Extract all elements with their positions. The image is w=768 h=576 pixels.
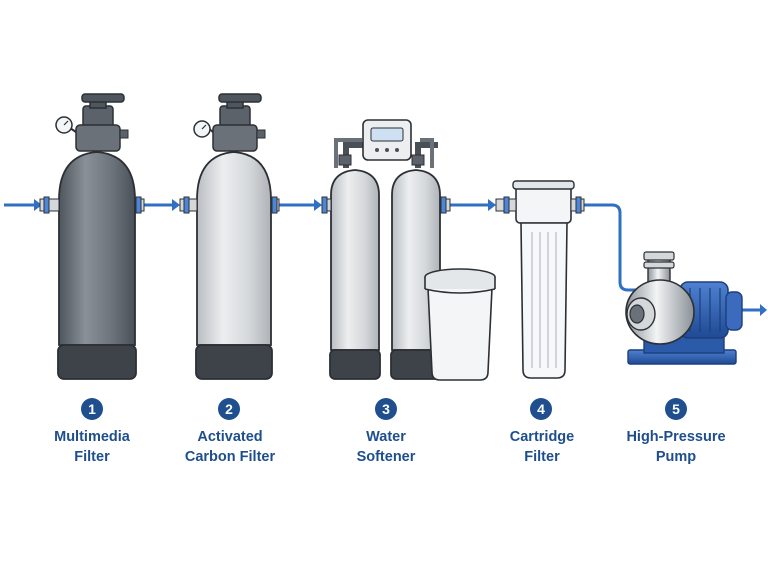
high-pressure-pump bbox=[625, 251, 743, 365]
stage-label-line: Softener bbox=[356, 449, 416, 465]
inlet-arrow-icon bbox=[34, 199, 42, 211]
stage-label-line: Water bbox=[366, 429, 406, 445]
stage-label-multimedia-filter: Multimedia Filter bbox=[17, 427, 167, 467]
stage-label-line: Cartridge bbox=[509, 429, 575, 445]
stage-label-line: Multimedia bbox=[54, 429, 130, 445]
arrow-icon bbox=[172, 199, 180, 211]
stage-label-line: High-Pressure bbox=[626, 429, 726, 445]
stage-label-line: Carbon Filter bbox=[184, 449, 276, 465]
stage-label-high-pressure-pump: High-Pressure Pump bbox=[601, 427, 751, 467]
arrow-icon bbox=[314, 199, 322, 211]
stage-label-water-softener: Water Softener bbox=[311, 427, 461, 467]
stage-label-line: Activated bbox=[197, 429, 263, 445]
flow-pipes bbox=[4, 203, 760, 312]
brine-tank bbox=[424, 268, 496, 381]
step-badge-5: 5 bbox=[665, 398, 687, 420]
step-badge-2: 2 bbox=[218, 398, 240, 420]
arrow-icon bbox=[488, 199, 496, 211]
stage-label-line: Filter bbox=[524, 449, 560, 465]
carbon-filter-tank bbox=[179, 93, 280, 380]
stage-label-cartridge-filter: Cartridge Filter bbox=[467, 427, 617, 467]
water-softener bbox=[321, 119, 496, 381]
step-badge-4: 4 bbox=[530, 398, 552, 420]
outlet-arrow-icon bbox=[760, 304, 767, 316]
display-screen-icon bbox=[370, 127, 404, 142]
step-badge-1: 1 bbox=[81, 398, 103, 420]
cartridge-filter bbox=[495, 180, 585, 379]
step-badge-3: 3 bbox=[375, 398, 397, 420]
stage-label-line: Pump bbox=[655, 449, 697, 465]
multimedia-filter-tank bbox=[39, 93, 145, 380]
stage-label-carbon-filter: Activated Carbon Filter bbox=[155, 427, 305, 467]
stage-label-line: Filter bbox=[74, 449, 110, 465]
flow-arrowheads bbox=[34, 199, 767, 316]
